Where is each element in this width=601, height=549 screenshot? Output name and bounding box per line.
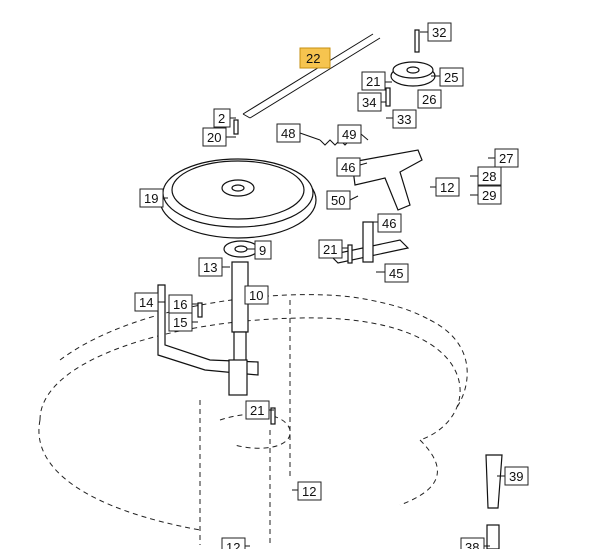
callout-21c-label: 21	[250, 403, 264, 418]
callout-12a: 12	[435, 177, 460, 197]
callout-46b: 46	[377, 213, 402, 233]
callout-12b: 12	[297, 481, 322, 501]
idler-pulley	[390, 61, 436, 87]
callout-33-label: 33	[397, 112, 411, 127]
callout-32-label: 32	[432, 25, 446, 40]
callout-28: 28	[477, 166, 502, 186]
callout-12c-label: 12	[226, 540, 240, 549]
callout-20: 20	[202, 127, 227, 147]
callout-27-label: 27	[499, 151, 513, 166]
callout-32: 32	[427, 22, 452, 42]
callout-21a-label: 21	[366, 74, 380, 89]
callout-39: 39	[504, 466, 529, 486]
callout-48: 48	[276, 123, 301, 143]
callout-20-label: 20	[207, 130, 221, 145]
callout-46a-label: 46	[341, 160, 355, 175]
callout-34: 34	[357, 92, 382, 112]
callout-21c: 21	[245, 400, 270, 420]
callout-9-label: 9	[259, 243, 266, 258]
leader-lines	[158, 31, 505, 547]
callout-25: 25	[439, 67, 464, 87]
callout-15: 15	[168, 312, 193, 332]
callout-46b-label: 46	[382, 216, 396, 231]
callout-19: 19	[139, 188, 164, 208]
callout-16-label: 16	[173, 297, 187, 312]
callout-15-label: 15	[173, 315, 187, 330]
callout-14: 14	[134, 292, 159, 312]
callout-21a: 21	[361, 71, 386, 91]
callout-2: 2	[213, 108, 231, 128]
callout-26: 26	[417, 89, 442, 109]
callout-49-label: 49	[342, 127, 356, 142]
callout-22: 22	[299, 47, 331, 69]
callout-48-label: 48	[281, 126, 295, 141]
large-pulley	[159, 158, 317, 239]
idler-bracket	[351, 149, 423, 211]
callout-12b-label: 12	[302, 484, 316, 499]
callout-26-label: 26	[422, 92, 436, 107]
callout-25-label: 25	[444, 70, 458, 85]
handle	[485, 454, 503, 549]
bolts	[197, 29, 420, 425]
callout-27: 27	[494, 148, 519, 168]
callout-12c: 12	[221, 537, 246, 549]
callout-45-label: 45	[389, 266, 403, 281]
callout-19-label: 19	[144, 191, 158, 206]
callout-13-label: 13	[203, 260, 217, 275]
callout-10-label: 10	[249, 288, 263, 303]
callout-29: 29	[477, 185, 502, 205]
callout-50-label: 50	[331, 193, 345, 208]
callout-12a-label: 12	[440, 180, 454, 195]
callout-2-label: 2	[218, 111, 225, 126]
spindle-shaft	[231, 261, 249, 363]
callout-33: 33	[392, 109, 417, 129]
callout-38-label: 38	[465, 540, 479, 549]
callout-10: 10	[244, 285, 269, 305]
spring	[319, 139, 351, 146]
callout-39-label: 39	[509, 469, 523, 484]
callout-49: 49	[337, 124, 362, 144]
callout-46a: 46	[336, 157, 361, 177]
bracket	[157, 284, 259, 396]
callout-34-label: 34	[362, 95, 376, 110]
callout-28-label: 28	[482, 169, 496, 184]
callout-9: 9	[254, 240, 272, 260]
belt	[242, 33, 381, 119]
callout-13: 13	[198, 257, 223, 277]
callout-21b: 21	[318, 239, 343, 259]
callout-29-label: 29	[482, 188, 496, 203]
callout-16: 16	[168, 294, 193, 314]
mower-deck	[38, 294, 468, 545]
callout-21b-label: 21	[323, 242, 337, 257]
callout-22-label: 22	[306, 51, 320, 66]
callout-45: 45	[384, 263, 409, 283]
callout-38: 38	[460, 537, 485, 549]
callout-14-label: 14	[139, 295, 153, 310]
callout-50: 50	[326, 190, 351, 210]
